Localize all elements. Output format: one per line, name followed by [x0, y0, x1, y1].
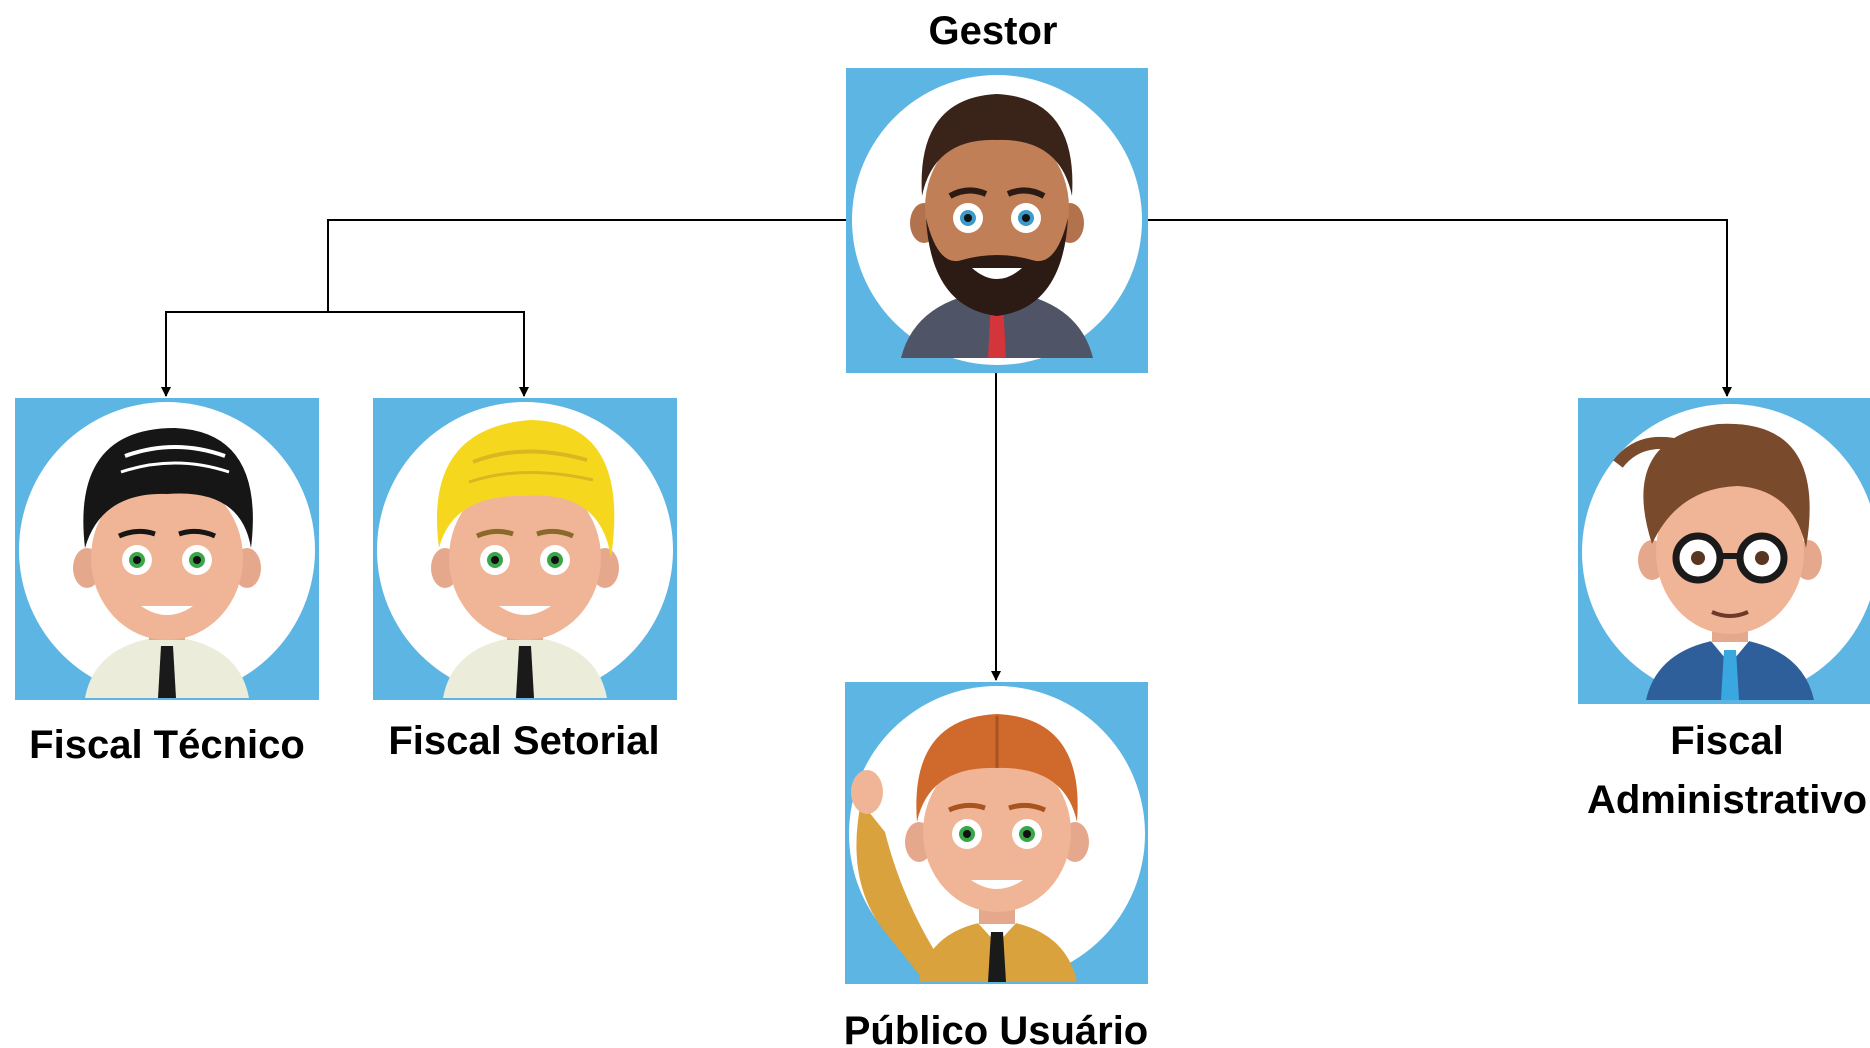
fiscal-tecnico-label: Fiscal Técnico	[29, 723, 305, 767]
waving-redhead-man-avatar-icon	[845, 682, 1148, 984]
node-gestor: Gestor	[846, 9, 1148, 373]
fiscal-administrativo-label-line1: Fiscal	[1670, 719, 1783, 763]
arrow-to-fiscal-setorial	[328, 311, 529, 397]
black-haired-man-avatar-icon	[15, 398, 319, 700]
node-fiscal-setorial: Fiscal Setorial	[373, 398, 677, 763]
blond-man-avatar-icon	[373, 398, 677, 700]
node-fiscal-administrativo: Fiscal Administrativo	[1578, 398, 1870, 822]
node-fiscal-tecnico: Fiscal Técnico	[15, 398, 319, 767]
connector-gestor-to-fiscal-groups	[327, 219, 846, 312]
bearded-man-avatar-icon	[846, 68, 1148, 373]
fiscal-setorial-label: Fiscal Setorial	[388, 719, 659, 763]
glasses-man-avatar-icon	[1578, 398, 1870, 704]
arrow-to-fiscal-administrativo	[1146, 219, 1732, 397]
arrow-to-fiscal-tecnico	[161, 311, 328, 397]
fiscal-administrativo-label-line2: Administrativo	[1587, 778, 1867, 822]
gestor-label: Gestor	[929, 9, 1058, 53]
publico-usuario-label: Público Usuário	[844, 1009, 1149, 1048]
node-publico-usuario: Público Usuário	[844, 682, 1149, 1048]
connectors	[161, 219, 1732, 681]
